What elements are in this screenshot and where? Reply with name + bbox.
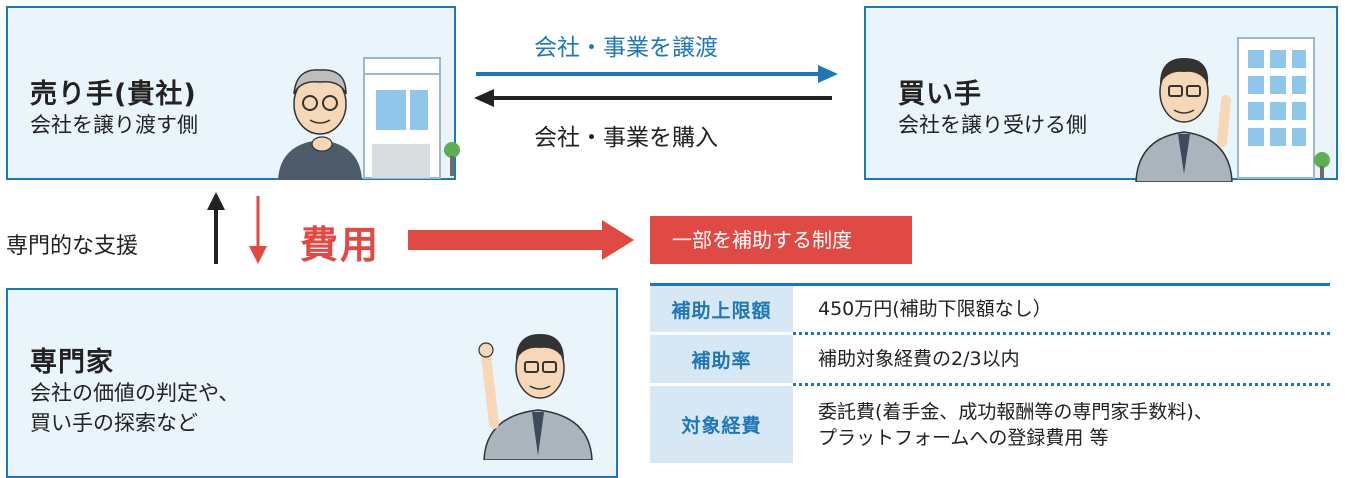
buyer-illustration (1135, 37, 1330, 182)
expert-box: 専門家 会社の価値の判定や、 買い手の探索など (6, 288, 618, 478)
table-row: 補助上限額 450万円(補助下限額なし） (650, 286, 1330, 332)
table-row: 対象経費 委託費(着手金、成功報酬等の専門家手数料)、 プラットフォームへの登録… (650, 386, 1330, 463)
buyer-box: 買い手 会社を譲り受ける側 (864, 6, 1338, 182)
subsidy-table: 補助上限額 450万円(補助下限額なし） 補助率 補助対象経費の2/3以内 対象… (650, 283, 1330, 463)
fee-to-subsidy-arrow (408, 220, 634, 260)
row-divider (793, 383, 1330, 386)
row-value: 委託費(着手金、成功報酬等の専門家手数料)、 プラットフォームへの登録費用 等 (818, 386, 1213, 463)
row-label: 対象経費 (650, 386, 793, 463)
transfer-arrow (476, 65, 838, 83)
support-label: 専門的な支援 (6, 234, 139, 259)
seller-illustration (278, 57, 460, 180)
row-label: 補助率 (650, 335, 793, 383)
support-arrow-up (207, 192, 225, 264)
row-label: 補助上限額 (650, 286, 793, 332)
row-value-line: 委託費(着手金、成功報酬等の専門家手数料)、 (818, 400, 1213, 423)
fee-arrow-down (249, 196, 267, 264)
seller-title: 売り手(貴社) (30, 79, 197, 110)
transfer-label: 会社・事業を譲渡 (534, 35, 718, 61)
expert-description: 会社の価値の判定や、 買い手の探索など (30, 378, 390, 438)
purchase-label: 会社・事業を購入 (534, 125, 718, 151)
seller-description: 会社を譲り渡す側 (30, 113, 198, 137)
buyer-description: 会社を譲り受ける側 (898, 113, 1087, 137)
fee-label: 費用 (300, 223, 381, 267)
row-value: 450万円(補助下限額なし） (818, 298, 1052, 320)
buyer-title: 買い手 (898, 79, 982, 110)
table-row: 補助率 補助対象経費の2/3以内 (650, 335, 1330, 383)
expert-description-line: 会社の価値の判定や、 (30, 381, 240, 405)
expert-description-line: 買い手の探索など (30, 411, 198, 435)
seller-box: 売り手(貴社) 会社を譲り渡す側 (6, 6, 460, 180)
row-value: 補助対象経費の2/3以内 (818, 348, 1020, 370)
purchase-arrow (474, 89, 832, 107)
expert-title: 専門家 (30, 347, 114, 378)
expert-illustration (478, 334, 593, 460)
row-value-line: プラットフォームへの登録費用 等 (818, 426, 1109, 449)
row-divider (793, 332, 1330, 335)
subsidy-badge: 一部を補助する制度 (650, 216, 912, 264)
